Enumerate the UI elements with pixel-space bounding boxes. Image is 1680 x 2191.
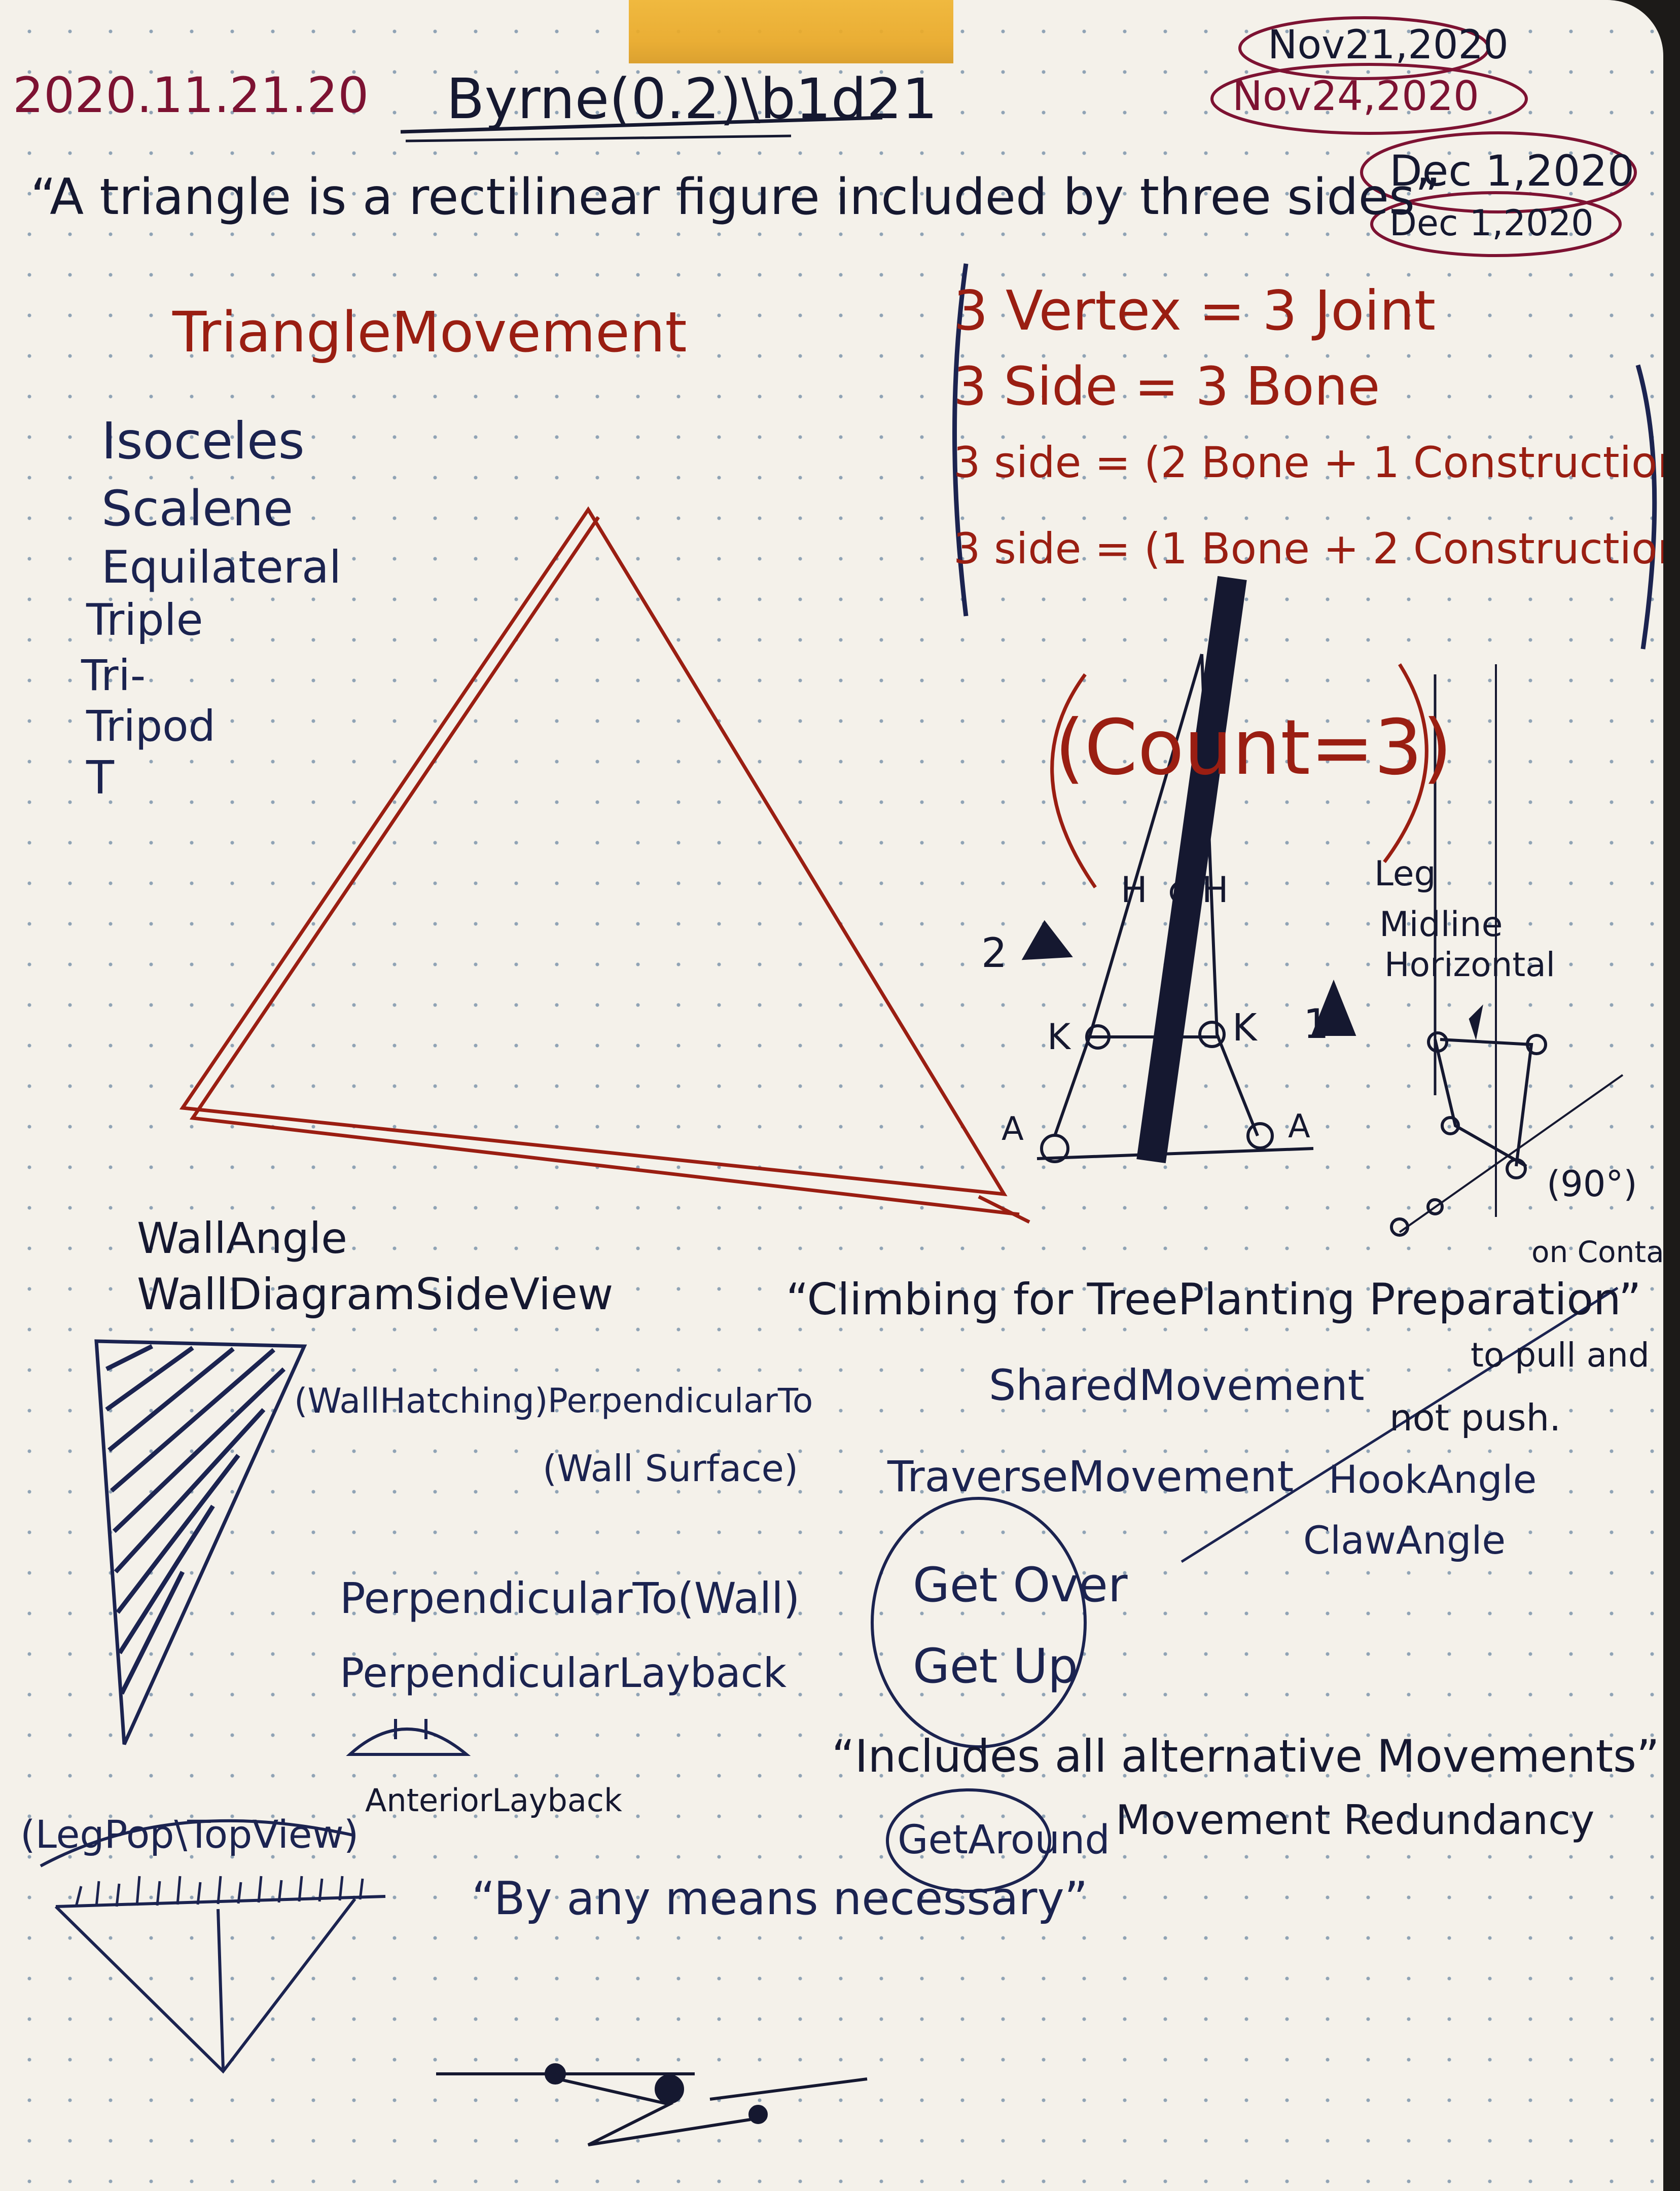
label-h-left: H: [1121, 869, 1148, 911]
bone-joint-diagram: [1021, 576, 1624, 1237]
red-triangle-drawing: [179, 506, 1030, 1224]
date-2: Nov24,2020: [1232, 73, 1479, 120]
date-4: Dec 1,2020: [1389, 202, 1594, 244]
list-item: Isoceles: [101, 411, 305, 471]
list-item: Equilateral: [101, 541, 342, 593]
list-item: Triple: [86, 595, 203, 645]
wall-surface: (Wall Surface): [543, 1447, 799, 1490]
perpendicular-layback: PerpendicularLayback: [340, 1649, 787, 1697]
leg-top-view: (LegPop\TopView): [20, 1812, 359, 1857]
label-one: 1: [1303, 1000, 1329, 1048]
label-h-right: H: [1202, 869, 1229, 911]
includes-quote: “Includes all alternative Movements”: [832, 1730, 1660, 1782]
count-label: (Count=3): [1055, 704, 1452, 792]
date-3: Dec 1,2020: [1389, 146, 1635, 196]
leg-top-view-drawing: [40, 1819, 386, 2074]
get-over: Get Over: [913, 1558, 1128, 1613]
list-item: Tripod: [86, 701, 216, 751]
traverse-movement: TraverseMovement: [887, 1452, 1294, 1501]
triangle-movement-heading: TriangleMovement: [172, 300, 687, 365]
date-left: 2020.11.21.20: [13, 67, 369, 124]
label-a-left: A: [1002, 1110, 1024, 1148]
label-midline: Midline: [1379, 905, 1503, 945]
label-leg: Leg: [1374, 854, 1436, 894]
label-ninety: (90°): [1547, 1163, 1637, 1205]
climbing-quote: “Climbing for TreePlanting Preparation”: [786, 1274, 1641, 1325]
list-item: Tri-: [81, 651, 146, 700]
any-means-quote: “By any means necessary”: [472, 1872, 1088, 1925]
anterior-layback: AnteriorLayback: [365, 1782, 622, 1819]
list-item: Scalene: [101, 480, 294, 537]
label-k-right: K: [1232, 1006, 1257, 1050]
equation: 3 side = (1 Bone + 2 ConstructionLine): [953, 524, 1663, 573]
movement-redundancy: Movement Redundancy: [1116, 1797, 1595, 1844]
to-pull: to pull and: [1471, 1336, 1650, 1375]
label-k-left: K: [1047, 1016, 1070, 1058]
wall-angle: WallAngle: [137, 1213, 347, 1263]
bottom-sketch: [436, 2063, 868, 2146]
label-a-right: A: [1288, 1108, 1310, 1145]
date-1: Nov21,2020: [1268, 22, 1509, 68]
equation: 3 Side = 3 Bone: [953, 355, 1380, 417]
wall-hatch-triangle: [94, 1339, 307, 1745]
wall-diagram: WallDiagramSideView: [137, 1269, 614, 1320]
list-item: T: [86, 751, 114, 805]
masking-tape: [629, 0, 953, 63]
page-title: Byrne(0.2)\b1d21: [446, 66, 938, 131]
shared-movement: SharedMovement: [989, 1360, 1365, 1410]
claw-angle: ClawAngle: [1303, 1518, 1506, 1563]
perpendicular-to-wall: PerpendicularTo(Wall): [340, 1573, 800, 1623]
label-two: 2: [981, 929, 1007, 977]
hook-angle: HookAngle: [1329, 1457, 1537, 1502]
get-up: Get Up: [913, 1639, 1078, 1694]
equation: 3 Vertex = 3 Joint: [953, 279, 1436, 343]
on-contact: on Contact: [1531, 1235, 1663, 1269]
label-horizontal: Horizontal: [1384, 945, 1555, 984]
get-around: GetAround: [898, 1817, 1110, 1863]
definition-quote: “A triangle is a rectilinear figure incl…: [30, 168, 1441, 226]
wall-hatching: (WallHatching): [294, 1381, 548, 1421]
perpendicular-to: PerpendicularTo: [548, 1381, 813, 1420]
equation: 3 side = (2 Bone + 1 ConstructionLine): [953, 438, 1663, 487]
not-push: not push.: [1389, 1396, 1561, 1439]
